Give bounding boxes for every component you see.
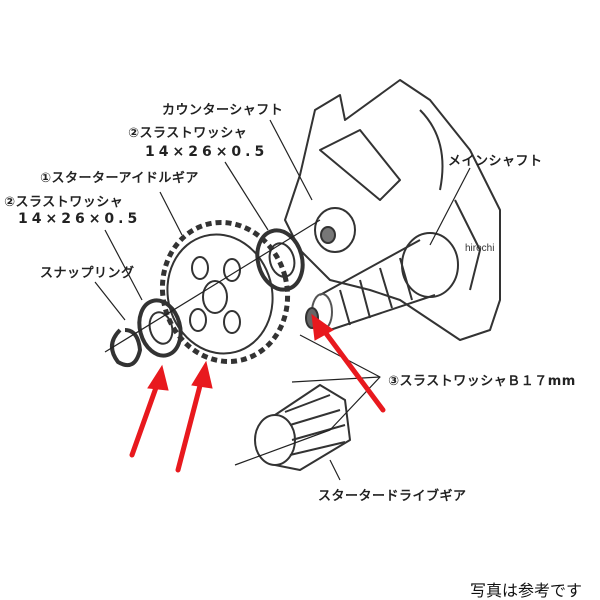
starter-drive-gear (254, 384, 351, 471)
crankcase-outline (284, 79, 501, 341)
label-thrust-washer-top: ②スラストワッシャ (128, 126, 248, 141)
label-thrust-washer-left: ②スラストワッシャ (4, 195, 124, 210)
label-snap-ring: スナップリング (40, 266, 135, 281)
label-thrust-washer-top-dim: 14×26×0.5 (145, 144, 269, 160)
countershaft-boss (314, 207, 356, 253)
mainshaft-drawing (305, 232, 459, 331)
label-countershaft: カウンターシャフト (162, 103, 284, 118)
red-arrow-gear (175, 360, 213, 473)
countershaft-hole (320, 226, 336, 244)
crankcase-detail (319, 109, 481, 291)
reference-note: 写真は参考です (470, 581, 583, 600)
thrust-washer-top (255, 228, 305, 292)
label-idle-gear: ①スターターアイドルギア (40, 171, 199, 186)
label-thrust-washer-left-dim: 14×26×0.5 (18, 211, 142, 227)
label-drive-gear: スタータードライブギア (318, 489, 467, 504)
starter-idle-gear (159, 220, 291, 364)
watermark: hirochi (465, 243, 495, 254)
leader-lines (94, 119, 471, 481)
thrust-washer-left (137, 298, 183, 358)
red-arrow-washer (129, 364, 169, 458)
label-thrust-washer-b: ③スラストワッシャＢ１７mm (388, 374, 576, 389)
red-arrow-mainshaft (311, 313, 386, 413)
snap-ring (110, 328, 142, 367)
label-mainshaft: メインシャフト (448, 154, 543, 169)
